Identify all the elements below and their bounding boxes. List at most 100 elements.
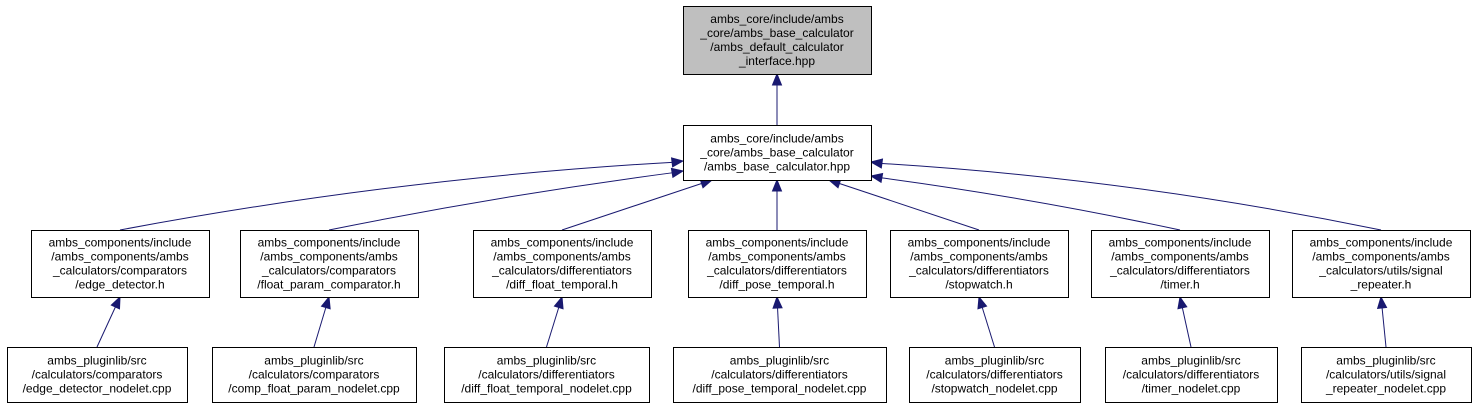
node-label-line: /ambs_components/ambs (1111, 250, 1248, 264)
node-c5[interactable]: ambs_components/include/ambs_components/… (890, 230, 1069, 298)
node-label-line: /calculators/differentiators (711, 368, 848, 382)
node-label-line: ambs_pluginlib/src (945, 354, 1044, 368)
node-label-line: /calculators/differentiators (1123, 368, 1260, 382)
node-c2[interactable]: ambs_components/include/ambs_components/… (240, 230, 419, 298)
node-box (688, 230, 867, 298)
node-c4[interactable]: ambs_components/include/ambs_components/… (688, 230, 867, 298)
node-label-line: ambs_pluginlib/src (47, 354, 146, 368)
node-label-line: /comp_float_param_nodelet.cpp (228, 382, 400, 396)
edge-p3-to-c3 (546, 295, 564, 348)
node-p4[interactable]: ambs_pluginlib/src/calculators/different… (673, 347, 887, 403)
node-box (909, 347, 1081, 403)
arrowhead-icon (553, 295, 564, 310)
node-label-line: ambs_components/include (1310, 236, 1453, 250)
node-box (1091, 230, 1270, 298)
node-box (473, 230, 652, 298)
node-p3[interactable]: ambs_pluginlib/src/calculators/different… (444, 347, 650, 403)
node-label-line: /calculators/comparators (249, 368, 380, 382)
node-label-line: /diff_pose_temporal.h (719, 278, 834, 292)
edge-c3-to-base (561, 178, 714, 231)
node-box (240, 230, 419, 298)
node-c1[interactable]: ambs_components/include/ambs_components/… (31, 230, 210, 298)
node-box (1301, 347, 1472, 403)
node-label-line: _calculators/differentiators (908, 264, 1049, 278)
edge-c5-to-base (827, 178, 980, 231)
edge-line (839, 183, 980, 231)
node-label-line: /edge_detector.h (75, 278, 164, 292)
node-label-line: _calculators/utils/signal (1318, 264, 1442, 278)
node-label-line: ambs_core/include/ambs (710, 12, 843, 26)
edge-line (119, 161, 673, 231)
node-root[interactable]: ambs_core/include/ambs_core/ambs_base_ca… (683, 6, 872, 75)
node-label-line: /calculators/comparators (32, 368, 163, 382)
node-p6[interactable]: ambs_pluginlib/src/calculators/different… (1105, 347, 1278, 403)
node-label-line: /float_param_comparator.h (257, 278, 400, 292)
node-label-line: /stopwatch_nodelet.cpp (931, 382, 1057, 396)
node-box (1292, 230, 1471, 298)
arrowhead-icon (869, 172, 884, 184)
node-label-line: /ambs_components/ambs (493, 250, 630, 264)
edge-line (96, 306, 116, 348)
edge-c2-to-base (328, 167, 685, 231)
node-label-line: ambs_pluginlib/src (1336, 354, 1435, 368)
arrowhead-icon (772, 295, 783, 309)
node-c6[interactable]: ambs_components/include/ambs_components/… (1091, 230, 1270, 298)
node-label-line: ambs_components/include (908, 236, 1051, 250)
edge-line (777, 307, 780, 348)
node-box (7, 347, 188, 403)
node-p7[interactable]: ambs_pluginlib/src/calculators/utils/sig… (1301, 347, 1472, 403)
node-label-line: ambs_components/include (491, 236, 634, 250)
node-label-line: ambs_pluginlib/src (497, 354, 596, 368)
edge-p4-to-c4 (772, 295, 783, 348)
edge-line (981, 307, 995, 348)
node-p5[interactable]: ambs_pluginlib/src/calculators/different… (909, 347, 1081, 403)
node-label-line: ambs_pluginlib/src (730, 354, 829, 368)
node-label-line: _calculators/comparators (52, 264, 187, 278)
edge-line (561, 183, 702, 231)
node-box (212, 347, 417, 403)
node-label-line: /ambs_components/ambs (708, 250, 845, 264)
arrowhead-icon (110, 295, 121, 310)
node-box (444, 347, 650, 403)
node-box (31, 230, 210, 298)
node-label-line: /calculators/differentiators (478, 368, 615, 382)
edge-p2-to-c2 (313, 295, 331, 348)
node-base[interactable]: ambs_core/include/ambs_core/ambs_base_ca… (683, 125, 872, 181)
node-label-line: ambs_components/include (49, 236, 192, 250)
edge-line (881, 177, 1181, 231)
node-label-line: /calculators/differentiators (926, 368, 1063, 382)
node-label-line: ambs_core/include/ambs (710, 132, 843, 146)
node-label-line: _core/ambs_base_calculator (699, 146, 853, 160)
node-box (683, 125, 872, 181)
edge-line (1381, 307, 1387, 348)
node-label-line: ambs_components/include (706, 236, 849, 250)
arrowhead-icon (977, 295, 988, 310)
node-label-line: /ambs_components/ambs (910, 250, 1047, 264)
node-c3[interactable]: ambs_components/include/ambs_components/… (473, 230, 652, 298)
node-label-line: _calculators/differentiators (706, 264, 847, 278)
node-label-line: ambs_components/include (1109, 236, 1252, 250)
edge-p7-to-c7 (1376, 295, 1388, 348)
node-c7[interactable]: ambs_components/include/ambs_components/… (1292, 230, 1471, 298)
node-label-line: /diff_pose_temporal_nodelet.cpp (693, 382, 867, 396)
edge-c1-to-base (119, 157, 685, 231)
node-p2[interactable]: ambs_pluginlib/src/calculators/comparato… (212, 347, 417, 403)
arrowhead-icon (771, 178, 783, 192)
node-label-line: _repeater_nodelet.cpp (1325, 382, 1446, 396)
node-label-line: /ambs_base_calculator.hpp (704, 160, 850, 174)
node-label-line: /edge_detector_nodelet.cpp (23, 382, 172, 396)
node-label-line: /ambs_default_calculator (710, 40, 843, 54)
edge-c4-to-base (771, 178, 783, 230)
node-label-line: _core/ambs_base_calculator (699, 26, 853, 40)
edge-p6-to-c6 (1177, 295, 1192, 348)
node-label-line: /ambs_components/ambs (51, 250, 188, 264)
arrowhead-icon (771, 72, 783, 86)
node-label-line: ambs_pluginlib/src (264, 354, 363, 368)
edge-c7-to-base (869, 158, 1382, 231)
arrowhead-icon (670, 157, 685, 168)
node-label-line: ambs_components/include (258, 236, 401, 250)
node-label-line: _calculators/differentiators (1109, 264, 1250, 278)
node-p1[interactable]: ambs_pluginlib/src/calculators/comparato… (7, 347, 188, 403)
edge-line (328, 172, 673, 231)
node-label-line: /timer.h (1160, 278, 1199, 292)
